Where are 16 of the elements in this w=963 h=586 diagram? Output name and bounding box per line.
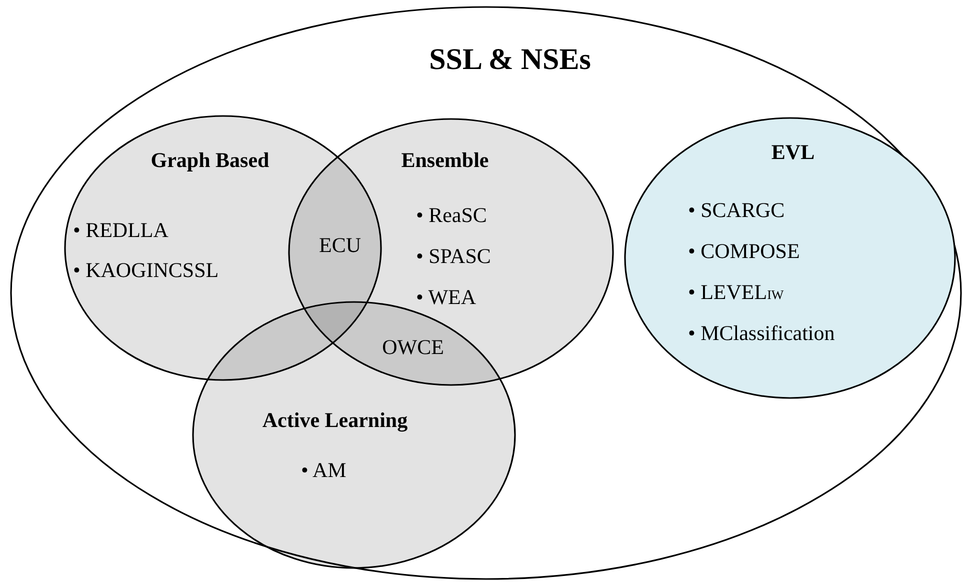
overlap-label: OWCE — [382, 337, 444, 358]
set-title: SSL & NSEs — [429, 45, 591, 75]
overlap-label: ECU — [319, 235, 361, 256]
list-item: • COMPOSE — [688, 241, 801, 262]
set-title: EVL — [771, 142, 815, 163]
list-item: • REDLLA — [73, 220, 170, 241]
list-item: • ReaSC — [416, 205, 488, 226]
set-title: Graph Based — [150, 150, 270, 171]
list-item: • KAOGINCSSL — [73, 260, 219, 281]
set-title: Active Learning — [262, 410, 408, 431]
list-item: • SCARGC — [688, 200, 786, 221]
list-item: • AM — [301, 460, 346, 481]
set-title: Ensemble — [401, 150, 489, 171]
list-item: • SPASC — [416, 246, 491, 267]
list-item: • MClassification — [688, 323, 835, 344]
list-item: • WEA — [416, 287, 478, 308]
